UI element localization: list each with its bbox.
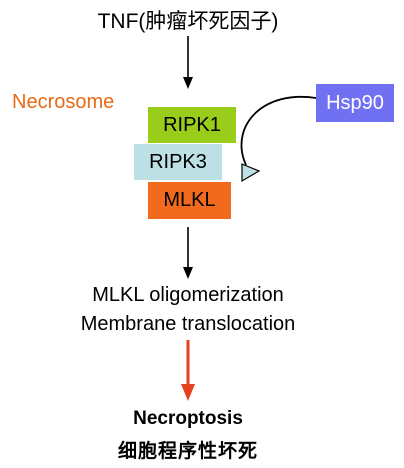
membrane-translocation-label: Membrane translocation bbox=[80, 313, 296, 335]
arrow-hsp90-to-complex bbox=[240, 95, 317, 183]
tnf-stimulus-label: TNF(肿瘤坏死因子) bbox=[97, 10, 279, 33]
ripk1-box: RIPK1 bbox=[148, 107, 236, 143]
necroptosis-cn-label: 细胞程序性坏死 bbox=[117, 441, 259, 462]
arrow-to-necroptosis bbox=[181, 340, 195, 401]
mlkl-box: MLKL bbox=[148, 182, 231, 219]
necrosome-label: Necrosome bbox=[12, 91, 115, 113]
arrow-mlkl-to-oligomerization bbox=[183, 227, 193, 279]
mlkl-oligomerization-label: MLKL oligomerization bbox=[92, 284, 284, 306]
hsp90-box: Hsp90 bbox=[316, 84, 394, 122]
ripk3-box: RIPK3 bbox=[134, 144, 222, 180]
necroptosis-label: Necroptosis bbox=[133, 408, 243, 429]
arrow-tnf-to-necrosome bbox=[183, 36, 193, 89]
